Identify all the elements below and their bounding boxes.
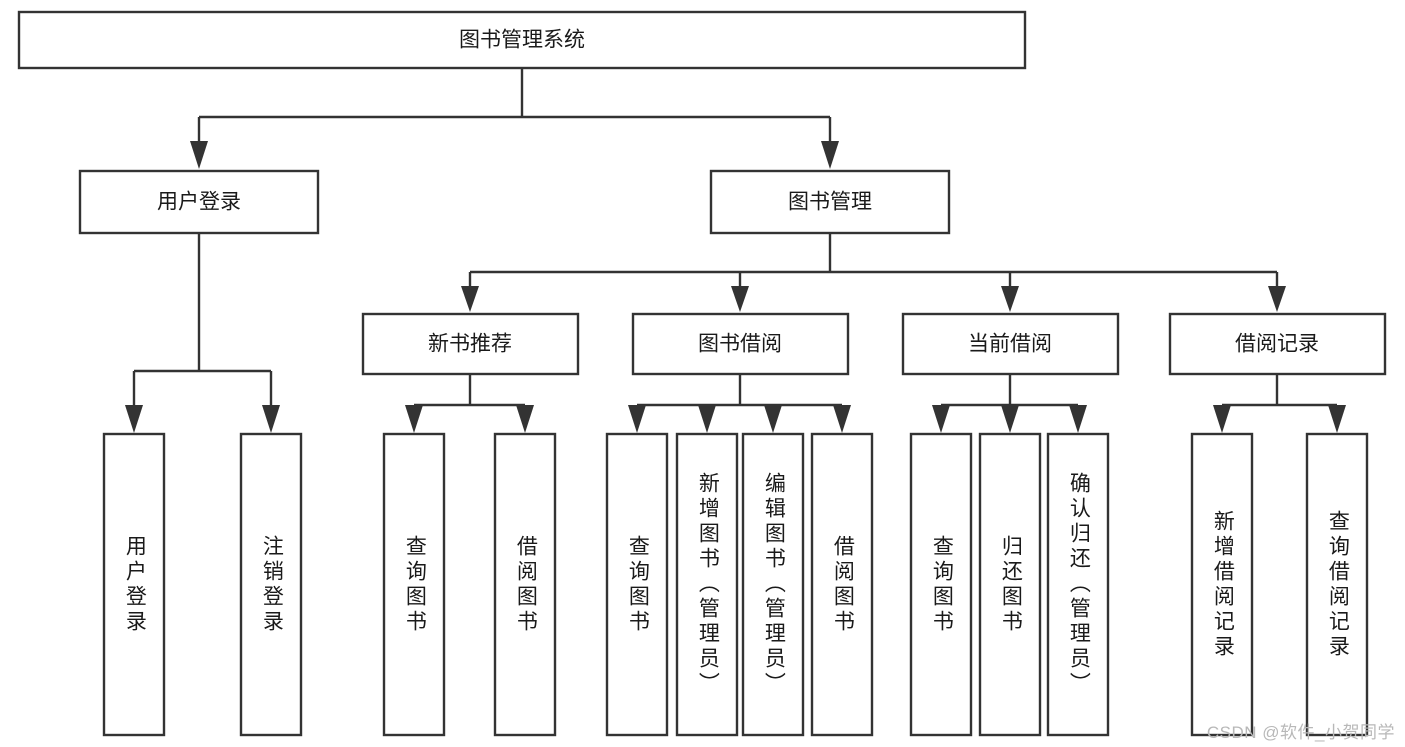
arrow-leaf-bb-edit-book (764, 405, 782, 433)
node-user-login[interactable]: 用户登录 (78, 169, 320, 235)
arrow-leaf-bb-add-book (698, 405, 716, 433)
borrow-record-box[interactable] (1168, 312, 1387, 376)
leaf-box-cb-query-book[interactable] (909, 432, 973, 737)
current-borrow-box[interactable] (901, 312, 1120, 376)
arrow-book-borrow (731, 286, 749, 312)
leaf-box-bb-borrow-book[interactable] (810, 432, 874, 737)
leaf-box-bb-add-book[interactable] (675, 432, 739, 737)
leaf-box-br-query-record[interactable] (1305, 432, 1369, 737)
new-book-recommend-box[interactable] (361, 312, 580, 376)
arrow-leaf-nbr-borrow-book (516, 405, 534, 433)
leaf-box-cb-return-book[interactable] (978, 432, 1042, 737)
node-root-system[interactable]: 图书管理系统 (17, 10, 1027, 70)
leaf-box-logout[interactable] (239, 432, 303, 737)
book-management-label: 图书管理 (788, 191, 872, 214)
new-book-recommend-label: 新书推荐 (428, 333, 512, 356)
arrow-leaf-bb-query-book (628, 405, 646, 433)
arrow-new-book-recommend (461, 286, 479, 312)
user-login-label: 用户登录 (157, 191, 241, 214)
root-box[interactable] (17, 10, 1027, 70)
leaf-box-cb-confirm-return[interactable] (1046, 432, 1110, 737)
node-borrow-record[interactable]: 借阅记录 (1168, 312, 1387, 376)
node-book-management[interactable]: 图书管理 (709, 169, 951, 235)
book-management-box[interactable] (709, 169, 951, 235)
leaf-box-nbr-borrow-book[interactable] (493, 432, 557, 737)
arrow-leaf-cb-query-book (932, 405, 950, 433)
arrow-leaf-nbr-query-book (405, 405, 423, 433)
leaf-box-br-add-record[interactable] (1190, 432, 1254, 737)
book-borrow-box[interactable] (631, 312, 850, 376)
node-new-book-recommend[interactable]: 新书推荐 (361, 312, 580, 376)
arrow-leaf-bb-borrow-book (833, 405, 851, 433)
arrow-borrow-record (1268, 286, 1286, 312)
csdn-watermark: CSDN @软件_小贺同学 (1206, 723, 1395, 742)
arrow-leaf-br-query-record (1328, 405, 1346, 433)
leaf-box-bb-edit-book[interactable] (741, 432, 805, 737)
arrow-user-login (190, 141, 208, 169)
node-book-borrow[interactable]: 图书借阅 (631, 312, 850, 376)
root-label: 图书管理系统 (459, 29, 585, 52)
arrow-leaf-cb-return-book (1001, 405, 1019, 433)
borrow-record-label: 借阅记录 (1235, 333, 1319, 356)
arrow-leaf-logout (262, 405, 280, 433)
arrow-leaf-br-add-record (1213, 405, 1231, 433)
leaf-box-user-login[interactable] (102, 432, 166, 737)
arrow-leaf-cb-confirm-return (1069, 405, 1087, 433)
book-borrow-label: 图书借阅 (698, 333, 782, 356)
current-borrow-label: 当前借阅 (968, 333, 1052, 356)
leaf-box-bb-query-book[interactable] (605, 432, 669, 737)
arrow-book-mgmt (821, 141, 839, 169)
node-current-borrow[interactable]: 当前借阅 (901, 312, 1120, 376)
arrow-current-borrow (1001, 286, 1019, 312)
arrow-leaf-user-login (125, 405, 143, 433)
leaf-box-nbr-query-book[interactable] (382, 432, 446, 737)
